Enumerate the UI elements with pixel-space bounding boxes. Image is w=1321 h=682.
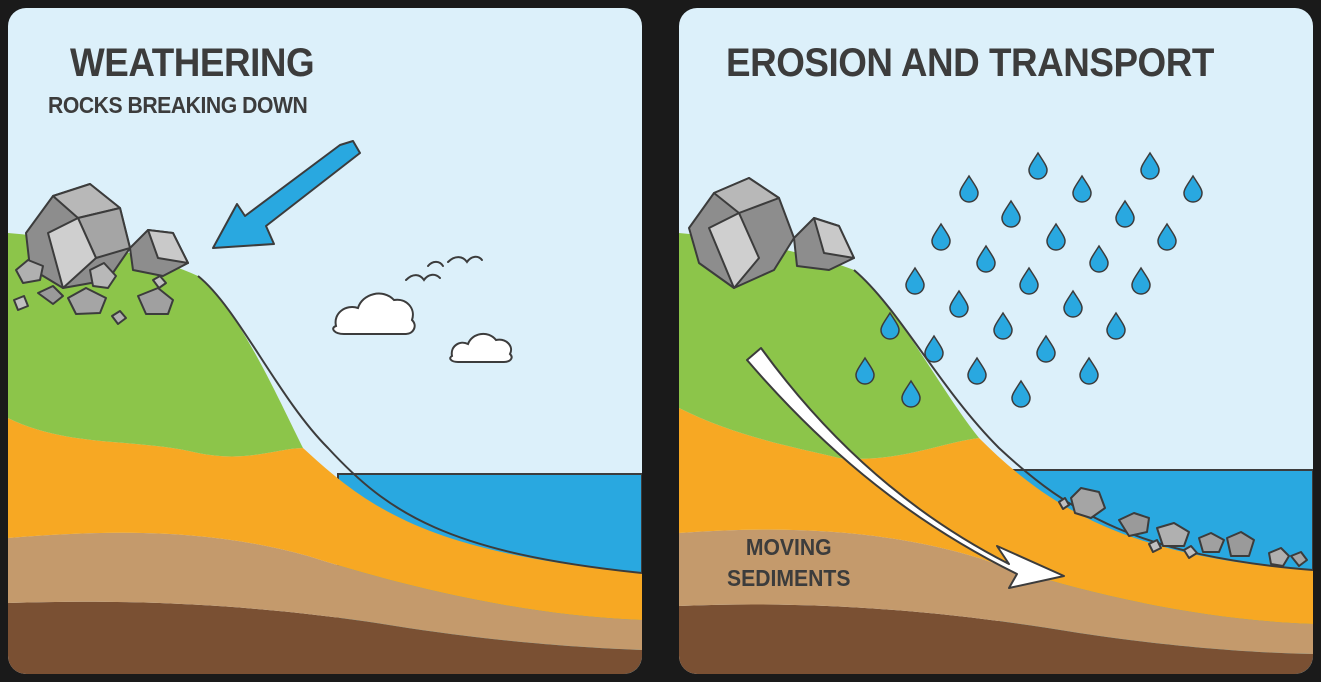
- sand-layer: [679, 408, 1313, 624]
- bird-icon: [405, 255, 483, 282]
- erosion-title: EROSION AND TRANSPORT: [726, 41, 1214, 85]
- grass-hill: [8, 233, 303, 457]
- sand-layer: [8, 418, 642, 620]
- rock-pile-icon: [688, 177, 855, 289]
- erosion-scene: [679, 151, 1313, 674]
- arrow-icon: [212, 140, 361, 249]
- rock-pile-icon: [13, 183, 189, 325]
- soil-layer: [8, 601, 642, 674]
- clay-layer: [679, 529, 1313, 654]
- weathering-panel: WEATHERING ROCKS BREAKING DOWN: [8, 8, 642, 674]
- erosion-panel: EROSION AND TRANSPORT MOVING SEDIMENTS: [679, 8, 1313, 674]
- arrow-icon: [746, 347, 1065, 589]
- raindrop-icon: [855, 151, 1203, 408]
- weathering-title: WEATHERING: [70, 41, 315, 85]
- sediment-label-line1: MOVING: [745, 534, 832, 560]
- rock-pile-icon: [1058, 487, 1308, 567]
- sediment-label-line2: SEDIMENTS: [727, 565, 851, 591]
- weathering-subtitle: ROCKS BREAKING DOWN: [48, 92, 308, 118]
- hill-outline: [197, 275, 642, 574]
- clay-layer: [8, 532, 642, 650]
- weathering-scene: [8, 140, 642, 674]
- moving-sediments-label: MOVING SEDIMENTS: [727, 532, 850, 594]
- cloud-icon: [332, 292, 513, 363]
- soil-layer: [679, 604, 1313, 674]
